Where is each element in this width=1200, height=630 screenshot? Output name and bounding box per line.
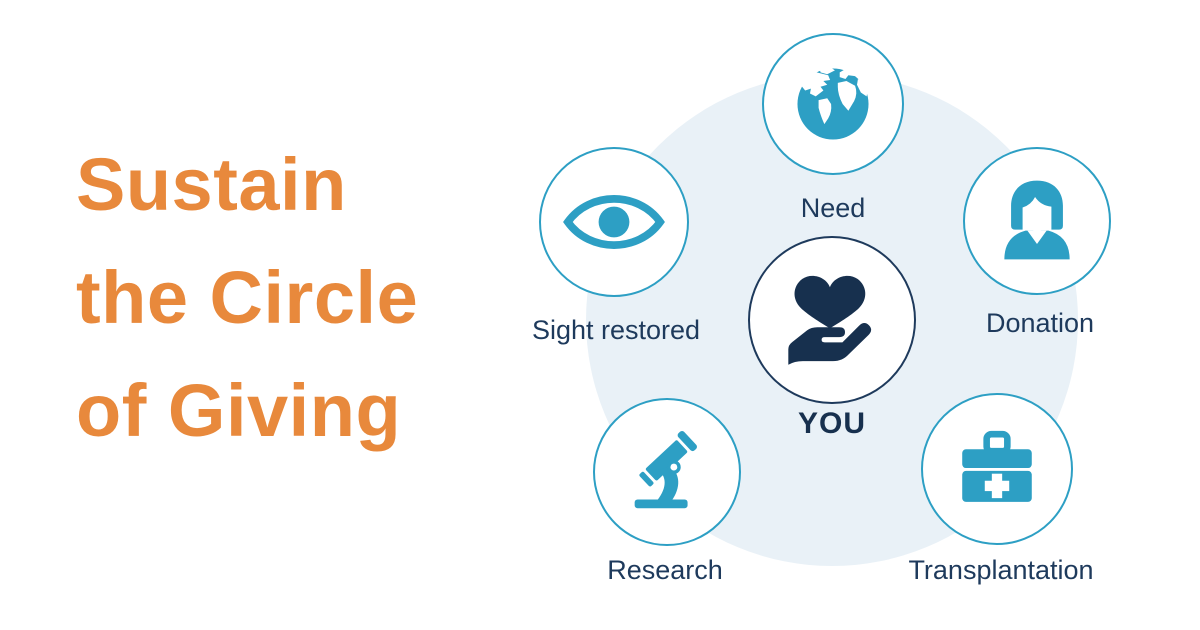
heart-in-hand-icon [788, 275, 872, 365]
node-research-label: Research [607, 555, 723, 585]
page-title-line-2: the Circle [76, 256, 419, 339]
person-icon [1004, 180, 1070, 260]
node-sight-restored [539, 147, 689, 297]
node-need-label: Need [800, 193, 866, 223]
node-transplantation [921, 393, 1073, 545]
node-donation-label: Donation [985, 308, 1095, 338]
medical-kit-icon [962, 430, 1032, 502]
node-transplantation-label: Transplantation [908, 555, 1094, 585]
page-title-line-1: Sustain [76, 143, 347, 226]
page-title: Sustain the Circle of Giving [76, 128, 418, 467]
node-need [762, 33, 904, 175]
page-title-line-3: of Giving [76, 369, 402, 452]
node-sight-restored-label: Sight restored [531, 315, 701, 345]
globe-icon [797, 66, 869, 140]
node-donation [963, 147, 1111, 295]
node-research [593, 398, 741, 546]
node-you-label: YOU [797, 407, 867, 440]
eye-icon [563, 195, 665, 249]
node-you [748, 236, 916, 404]
microscope-icon [634, 430, 697, 509]
